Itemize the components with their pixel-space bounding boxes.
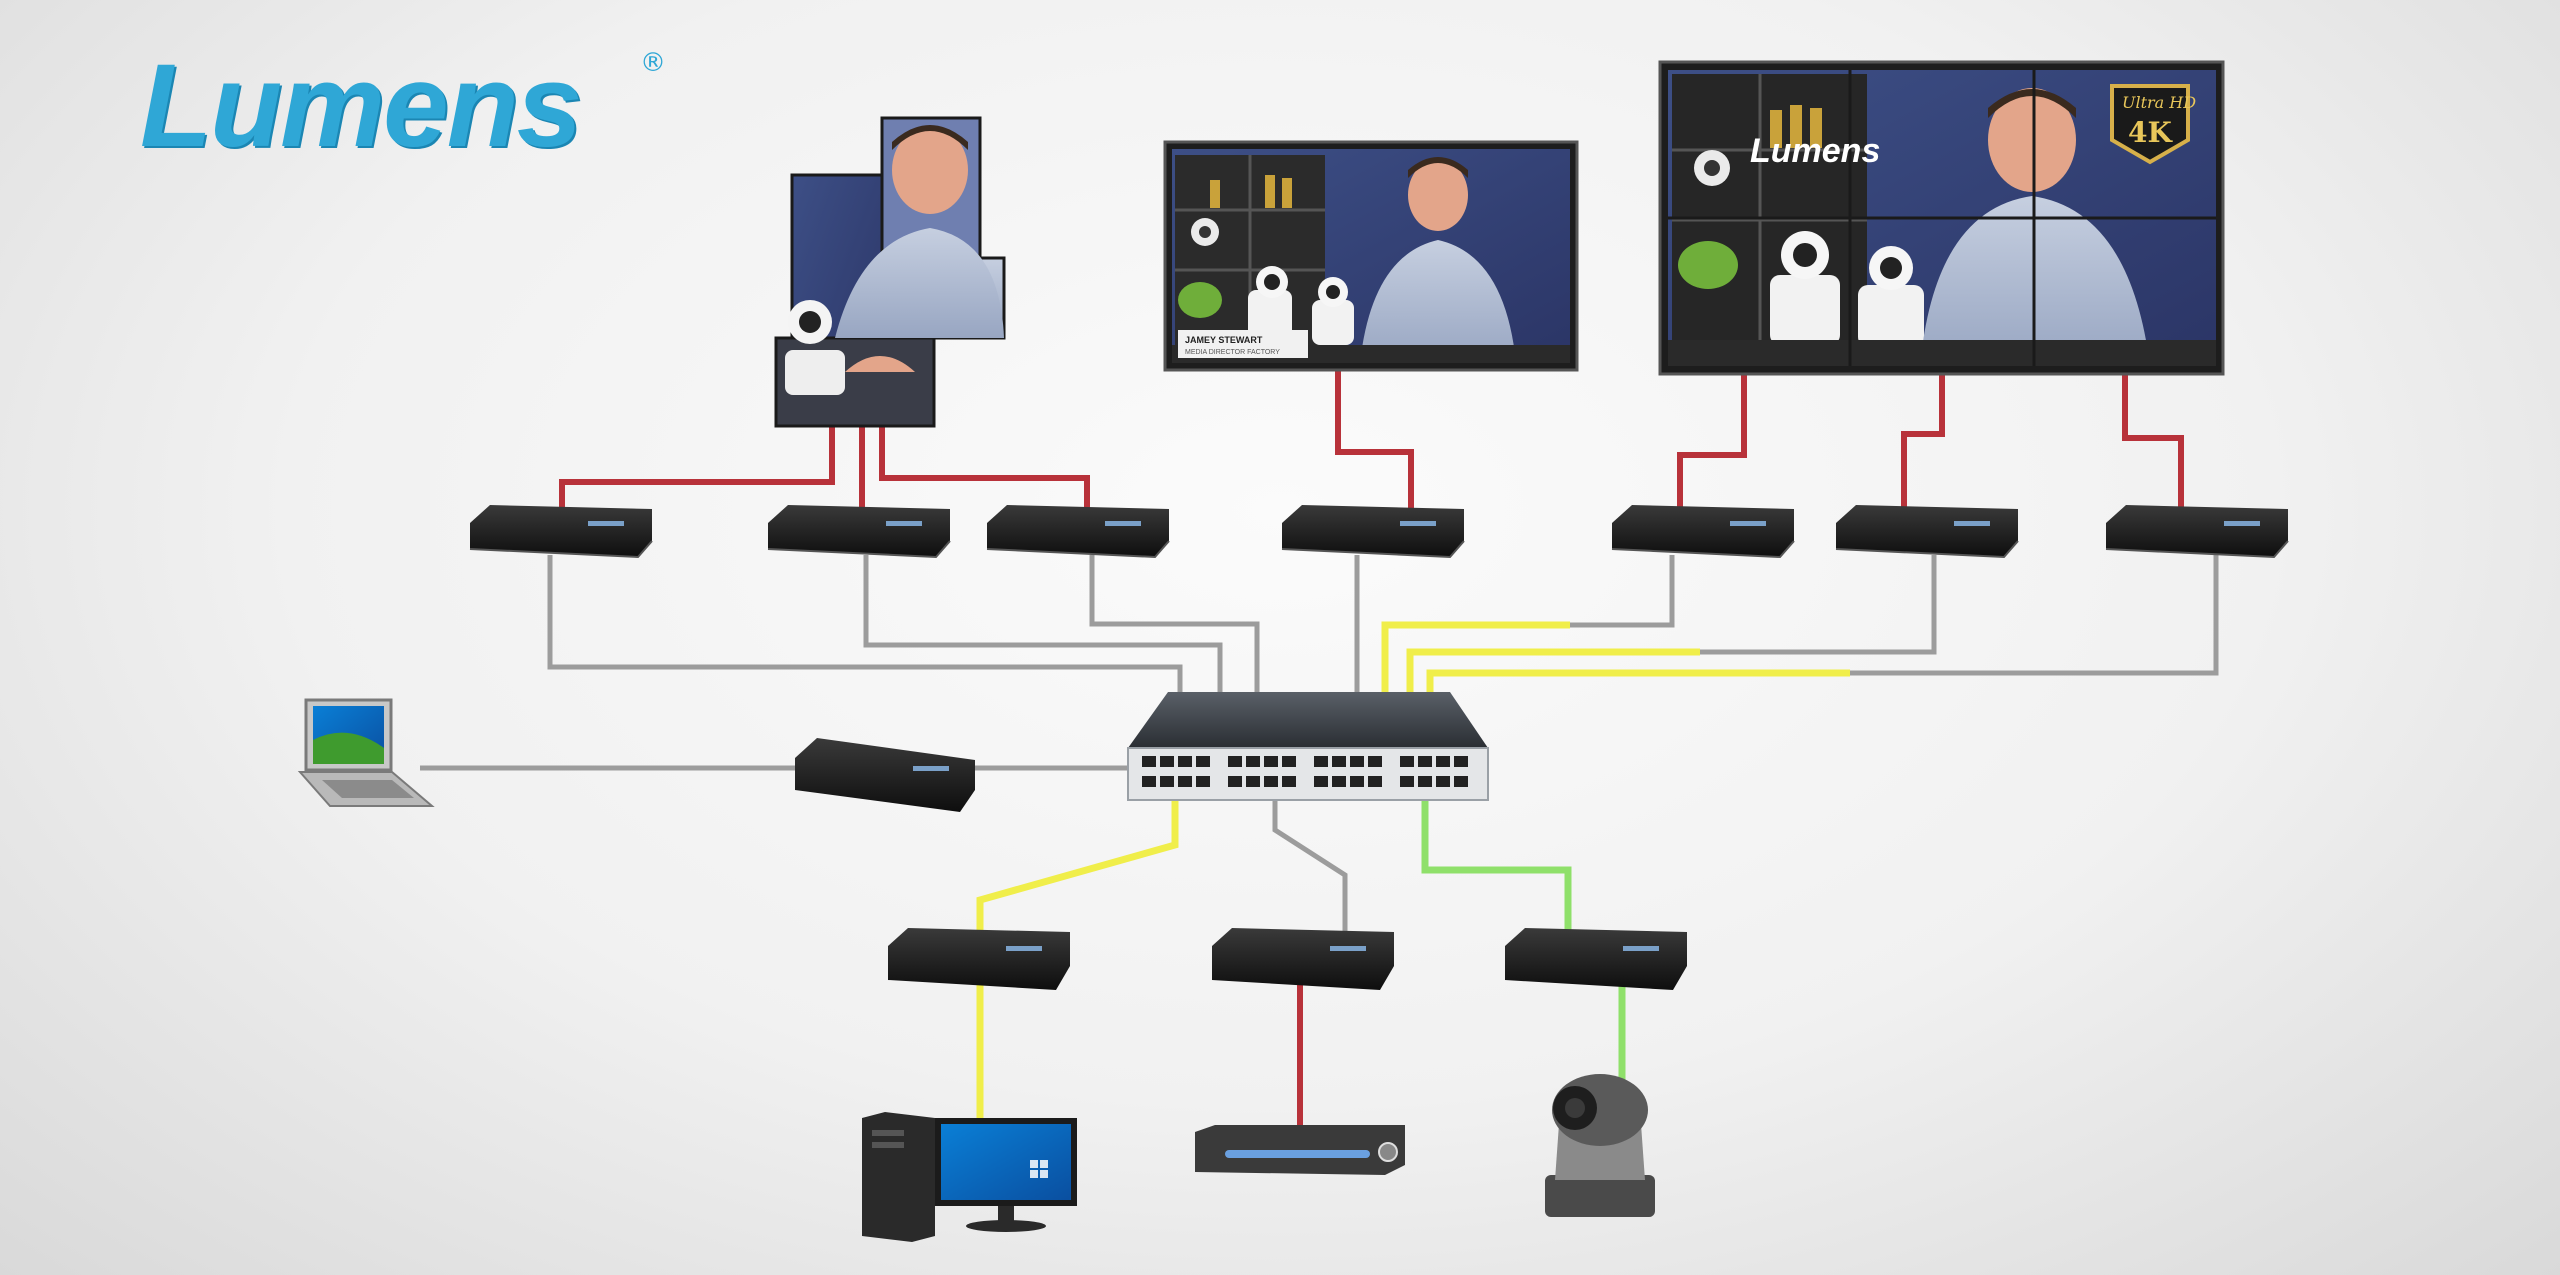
encoder-box-1 [888, 928, 1070, 990]
center-tv-display: JAMEY STEWART MEDIA DIRECTOR FACTORY [1163, 140, 1579, 372]
ptz-camera-icon [1545, 1074, 1655, 1217]
cable-gray-7 [1850, 555, 2219, 676]
cable-yellow-2 [1406, 648, 1700, 695]
tile-wall-display [774, 116, 1006, 428]
decoder-box-4 [1281, 505, 1465, 559]
cable-red-3 [879, 420, 1090, 510]
decoder-box-5 [1611, 505, 1795, 559]
decoder-box-3 [986, 505, 1170, 559]
video-wall-logo: Lumens [1750, 132, 1880, 170]
desktop-pc-icon [862, 1112, 1077, 1242]
decoder-box-7 [2105, 505, 2289, 559]
controller-box [795, 738, 975, 812]
decoder-box-2 [767, 505, 951, 559]
cable-gray-10 [1272, 800, 1348, 935]
lower-third-subtitle: MEDIA DIRECTOR FACTORY [1185, 349, 1280, 356]
camera-cables [1421, 800, 1626, 1085]
registered-mark: ® [640, 48, 666, 78]
cable-gray-2 [863, 555, 1223, 695]
decoder-boxes [469, 505, 2289, 559]
cable-red-1 [559, 420, 835, 510]
cable-red-7 [2122, 375, 2184, 510]
cable-red-5 [1677, 375, 1747, 510]
cable-yellow-1 [1381, 621, 1570, 695]
hdmi-output-cables [559, 368, 2184, 1130]
source-cables [976, 621, 1850, 1125]
cable-green-1 [1421, 800, 1572, 935]
cable-gray-1 [547, 555, 1183, 695]
network-cables [420, 555, 2219, 935]
uhd-4k-badge: Ultra HD 4K [2110, 84, 2196, 165]
uhd-badge-line2: 4K [2128, 116, 2173, 149]
decoder-box-1 [469, 505, 653, 559]
cable-yellow-4 [976, 800, 1179, 935]
lumens-logo: Lumens [140, 40, 582, 172]
cable-gray-5 [1570, 555, 1675, 628]
video-wall-display: Lumens Ultra HD 4K [1658, 60, 2225, 376]
decoder-box-6 [1835, 505, 2019, 559]
cable-yellow-3 [1426, 669, 1850, 695]
network-switch-icon [1127, 692, 1489, 801]
cable-red-6 [1901, 375, 1945, 510]
cable-gray-3 [1089, 555, 1260, 695]
laptop-icon [297, 698, 435, 807]
lower-third-name: JAMEY STEWART [1185, 335, 1263, 345]
encoder-boxes [888, 928, 1687, 990]
encoder-box-3 [1505, 928, 1687, 990]
uhd-badge-line1: Ultra HD [2122, 93, 2196, 112]
media-player-icon [1195, 1125, 1405, 1175]
cable-gray-6 [1700, 555, 1937, 655]
encoder-box-2 [1212, 928, 1394, 990]
cable-red-4 [1335, 368, 1414, 510]
